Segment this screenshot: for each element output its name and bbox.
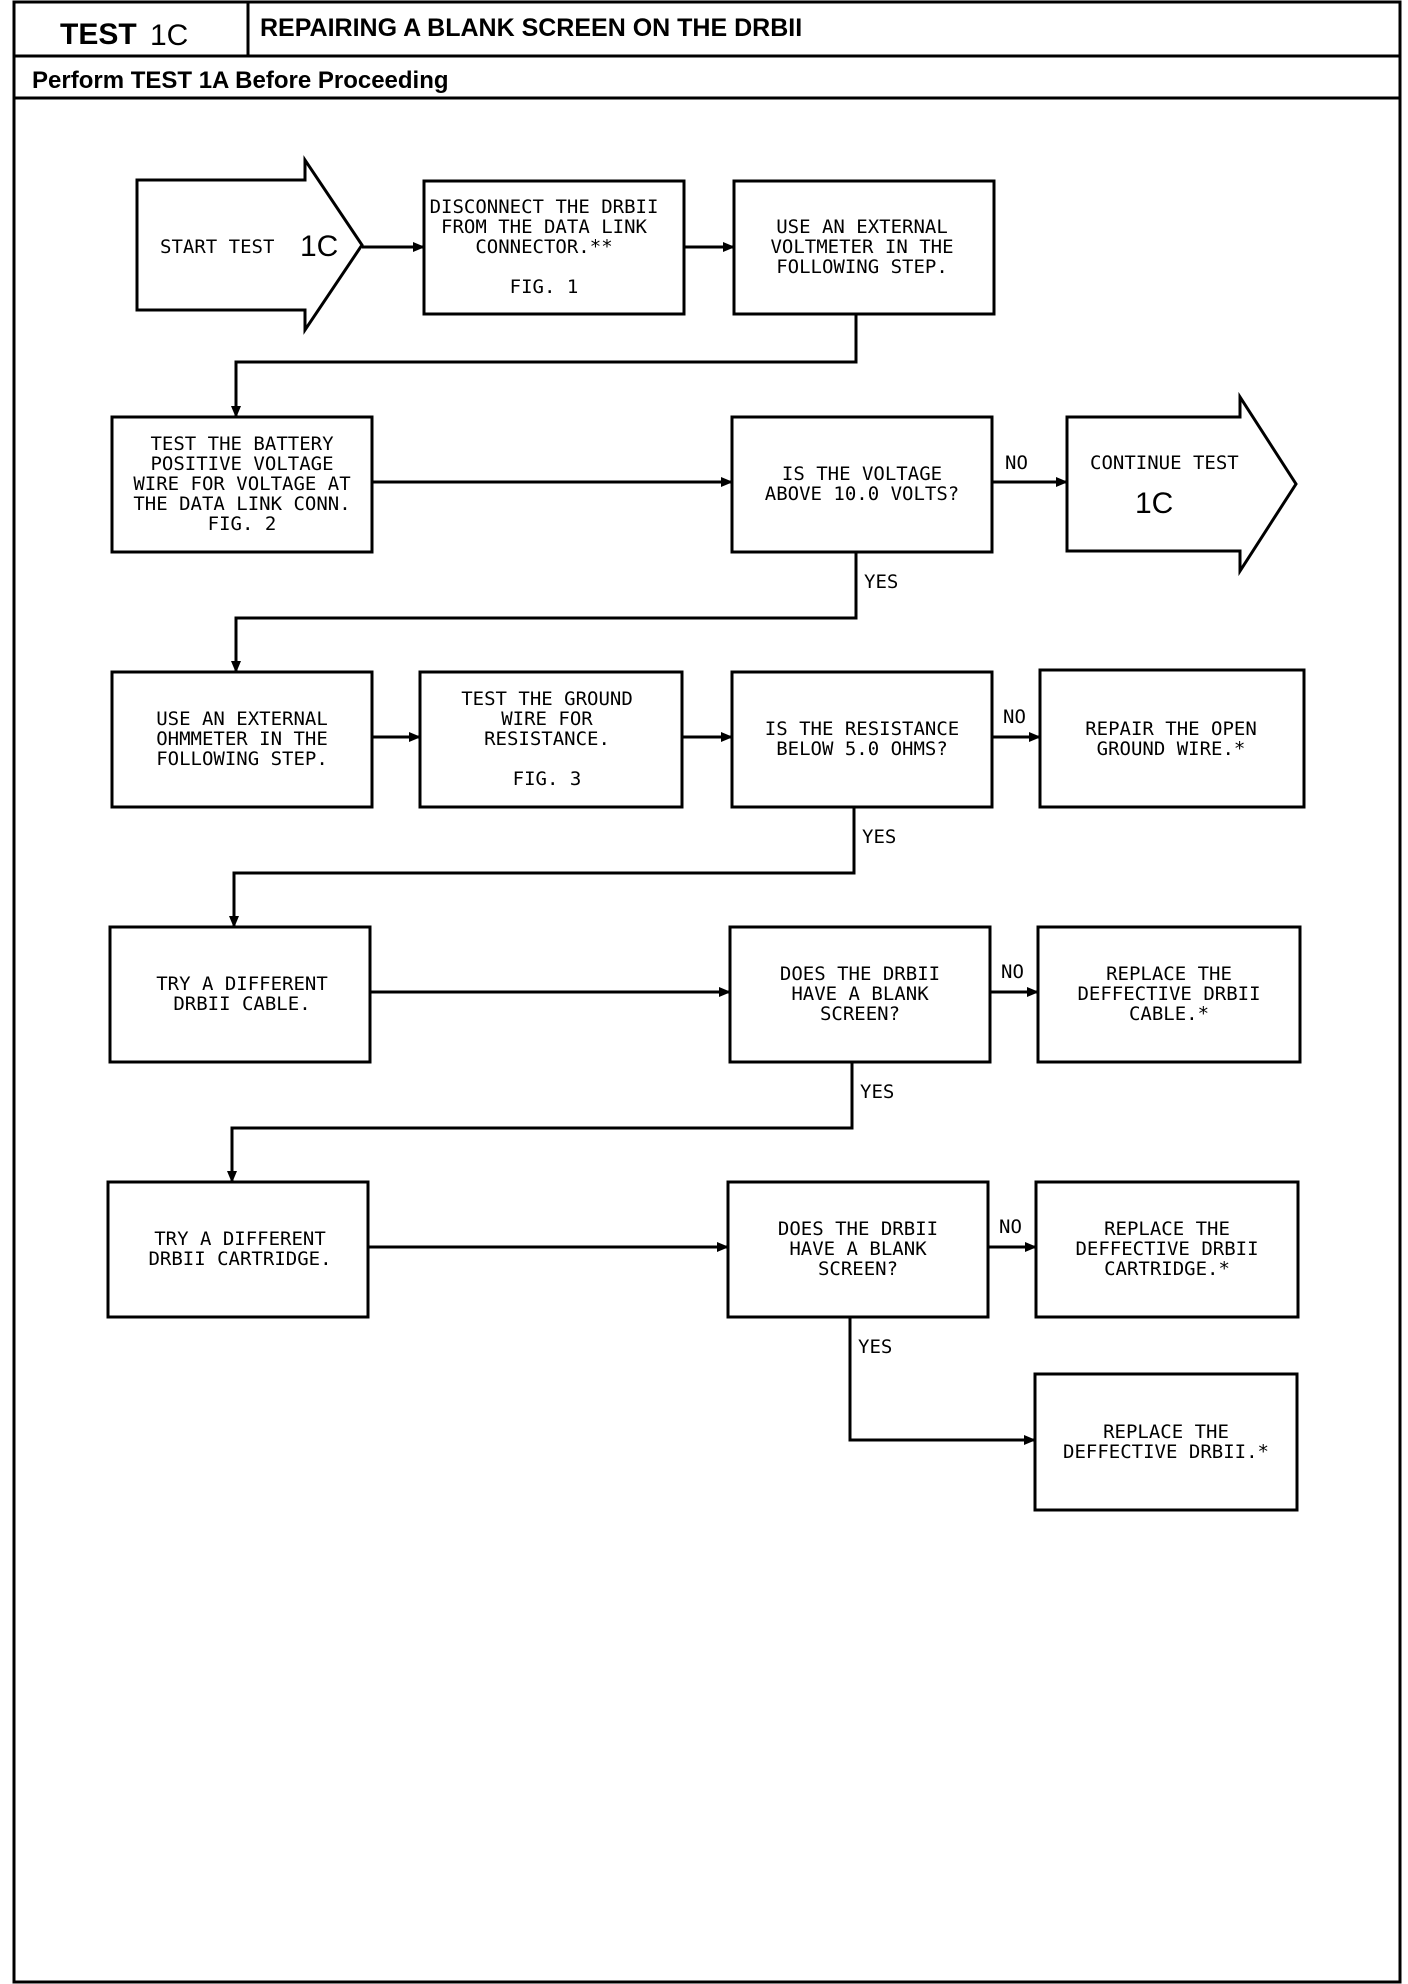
box-text-line: TRY A DIFFERENT	[156, 973, 328, 995]
box-text-line: OHMMETER IN THE	[156, 728, 328, 750]
box-text-line: REPLACE THE	[1103, 1421, 1229, 1443]
box-text-line: WIRE FOR VOLTAGE AT	[133, 473, 350, 495]
label-no-blank2: NO	[999, 1216, 1022, 1238]
box-text-line: CARTRIDGE.*	[1104, 1258, 1230, 1280]
box-text-line: HAVE A BLANK	[789, 1238, 927, 1260]
box-text-line: ABOVE 10.0 VOLTS?	[765, 483, 959, 505]
box-text-line: FIG. 3	[513, 768, 582, 790]
continue-test-text: CONTINUE TEST	[1090, 452, 1239, 474]
start-test-text: START TEST	[160, 236, 274, 258]
box-text-line: IS THE VOLTAGE	[782, 463, 942, 485]
box-text-line: CONNECTOR.**	[475, 236, 612, 258]
box-text-line: DISCONNECT THE DRBII	[430, 196, 659, 218]
box-text-line: DRBII CARTRIDGE.	[148, 1248, 331, 1270]
box-text-line: DEFFECTIVE DRBII	[1077, 983, 1260, 1005]
test-word: TEST	[60, 18, 137, 51]
box-text-line: TRY A DIFFERENT	[154, 1228, 326, 1250]
page-title: REPAIRING A BLANK SCREEN ON THE DRBII	[260, 14, 802, 42]
box-text-line: USE AN EXTERNAL	[776, 216, 948, 238]
box-text-line: BELOW 5.0 OHMS?	[776, 738, 948, 760]
start-test-id: 1C	[300, 230, 338, 263]
box-text-line: FOLLOWING STEP.	[776, 256, 948, 278]
box-text-line: SCREEN?	[818, 1258, 898, 1280]
box-text-line: REPAIR THE OPEN	[1085, 718, 1257, 740]
label-no-blank1: NO	[1001, 961, 1024, 983]
box-text-line: REPLACE THE	[1104, 1218, 1230, 1240]
box-text-line: TEST THE BATTERY	[150, 433, 334, 455]
box-text-line: CABLE.*	[1129, 1003, 1209, 1025]
label-yes-blank2: YES	[858, 1336, 892, 1358]
label-no-resistance: NO	[1003, 706, 1026, 728]
box-text-line: SCREEN?	[820, 1003, 900, 1025]
box-text-line: FROM THE DATA LINK	[441, 216, 647, 238]
arrow-blank1-yes	[227, 1062, 854, 1183]
arrow-resistance-yes	[229, 807, 856, 928]
arrow-blank2-yes	[848, 1317, 1036, 1445]
box-text-line: IS THE RESISTANCE	[765, 718, 959, 740]
box-text-line: DOES THE DRBII	[778, 1218, 938, 1240]
start-test-arrow: START TEST 1C	[135, 155, 364, 335]
continue-test-arrow: CONTINUE TEST 1C	[1065, 391, 1298, 577]
page-frame	[12, 0, 1402, 1984]
label-yes-voltage: YES	[864, 571, 898, 593]
arrow-voltage-yes	[231, 552, 858, 673]
box-text-line: DEFFECTIVE DRBII	[1075, 1238, 1258, 1260]
box-text-line: RESISTANCE.	[484, 728, 610, 750]
box-text-line: FOLLOWING STEP.	[156, 748, 328, 770]
label-yes-resistance: YES	[862, 826, 896, 848]
test-id: 1C	[150, 19, 188, 52]
box-text-line: DOES THE DRBII	[780, 963, 940, 985]
label-no-voltage: NO	[1005, 452, 1028, 474]
box-text-line: VOLTMETER IN THE	[770, 236, 953, 258]
box-text-line: TEST THE GROUND	[461, 688, 633, 710]
box-text-line: DEFFECTIVE DRBII.*	[1063, 1441, 1269, 1463]
box-text-line: FIG. 1	[510, 276, 579, 298]
box-text-line: DRBII CABLE.	[173, 993, 310, 1015]
arrow-voltmeter-to-battery	[231, 314, 858, 418]
page-subtitle: Perform TEST 1A Before Proceeding	[32, 67, 449, 94]
box-text-line: POSITIVE VOLTAGE	[150, 453, 333, 475]
continue-test-id: 1C	[1135, 487, 1173, 520]
box-text-line: WIRE FOR	[501, 708, 593, 730]
box-text-line: FIG. 2	[208, 513, 277, 535]
label-yes-blank1: YES	[860, 1081, 894, 1103]
box-text-line: REPLACE THE	[1106, 963, 1232, 985]
box-text-line: THE DATA LINK CONN.	[133, 493, 350, 515]
box-text-line: USE AN EXTERNAL	[156, 708, 328, 730]
box-text-line: GROUND WIRE.*	[1097, 738, 1246, 760]
box-text-line: HAVE A BLANK	[791, 983, 929, 1005]
